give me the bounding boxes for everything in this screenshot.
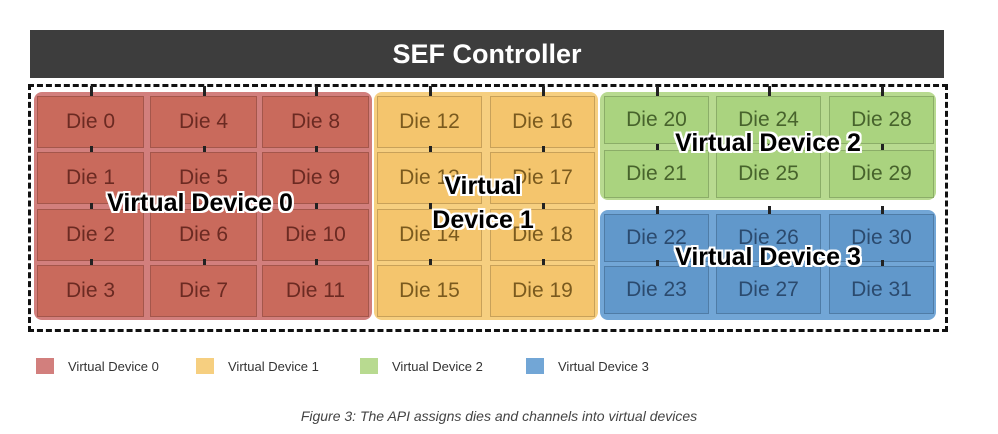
die-cell: Die 31 [829,266,934,314]
figure-caption: Figure 3: The API assigns dies and chann… [300,408,698,424]
channel-connector [89,146,93,152]
die-cell: Die 18 [490,209,595,261]
channel-connector [880,206,884,214]
channel-connector [202,146,206,152]
channel-connector [655,206,659,214]
die-cell: Die 5 [150,152,257,204]
die-cell: Die 14 [377,209,482,261]
die-cell: Die 24 [716,96,821,144]
die-cell: Die 28 [829,96,934,144]
channel-connector [767,144,771,150]
channel-connector [428,203,432,209]
channel-connector [655,86,659,96]
channel-connector [202,86,206,96]
channel-connector [767,260,771,266]
die-cell: Die 25 [716,150,821,198]
channel-connector [314,203,318,209]
legend-label: Virtual Device 2 [392,358,483,374]
die-cell: Die 20 [604,96,709,144]
channel-connector [541,146,545,152]
die-cell: Die 21 [604,150,709,198]
sef-controller: SEF Controller [30,30,944,78]
die-cell: Die 3 [37,265,144,317]
die-cell: Die 7 [150,265,257,317]
channel-connector [314,259,318,265]
legend-item: Virtual Device 0 [36,358,196,374]
die-cell: Die 11 [262,265,369,317]
channel-connector [89,86,93,96]
dies-boundary [28,84,948,332]
legend-label: Virtual Device 1 [228,358,319,374]
channel-connector [767,206,771,214]
channel-connector [202,203,206,209]
die-cell: Die 29 [829,150,934,198]
channel-connector [89,203,93,209]
die-cell: Die 27 [716,266,821,314]
die-cell: Die 26 [716,214,821,262]
legend-item: Virtual Device 3 [526,358,649,374]
channel-connector [541,203,545,209]
die-cell: Die 17 [490,152,595,204]
channel-connector [89,259,93,265]
channel-connector [428,259,432,265]
legend-label: Virtual Device 3 [558,358,649,374]
channel-connector [541,259,545,265]
die-cell: Die 13 [377,152,482,204]
virtual-device-label: Virtual Device 3 [675,243,861,271]
channel-connector [767,86,771,96]
channel-connector [202,259,206,265]
die-cell: Die 16 [490,96,595,148]
die-cell: Die 10 [262,209,369,261]
die-cell: Die 12 [377,96,482,148]
die-cell: Die 22 [604,214,709,262]
die-cell: Die 8 [262,96,369,148]
channel-connector [655,260,659,266]
legend-item: Virtual Device 1 [196,358,360,374]
channel-connector [428,86,432,96]
virtual-device-label: Virtual Device 0 [107,189,293,217]
die-cell: Die 19 [490,265,595,317]
die-cell: Die 15 [377,265,482,317]
die-cell: Die 0 [37,96,144,148]
channel-connector [314,146,318,152]
legend-item: Virtual Device 2 [360,358,526,374]
channel-connector [541,86,545,96]
legend-swatch [196,358,214,374]
die-cell: Die 23 [604,266,709,314]
die-cell: Die 30 [829,214,934,262]
channel-connector [428,146,432,152]
channel-connector [314,86,318,96]
legend: Virtual Device 0 Virtual Device 1 Virtua… [36,358,649,374]
legend-swatch [360,358,378,374]
legend-label: Virtual Device 0 [68,358,159,374]
channel-connector [880,260,884,266]
legend-swatch [526,358,544,374]
channel-connector [655,144,659,150]
channel-connector [880,144,884,150]
channel-connector [880,86,884,96]
die-cell: Die 6 [150,209,257,261]
virtual-device-label: Virtual Device 2 [675,129,861,157]
legend-swatch [36,358,54,374]
die-cell: Die 1 [37,152,144,204]
virtual-device-label: Virtual Device 1 [432,172,534,234]
die-cell: Die 4 [150,96,257,148]
